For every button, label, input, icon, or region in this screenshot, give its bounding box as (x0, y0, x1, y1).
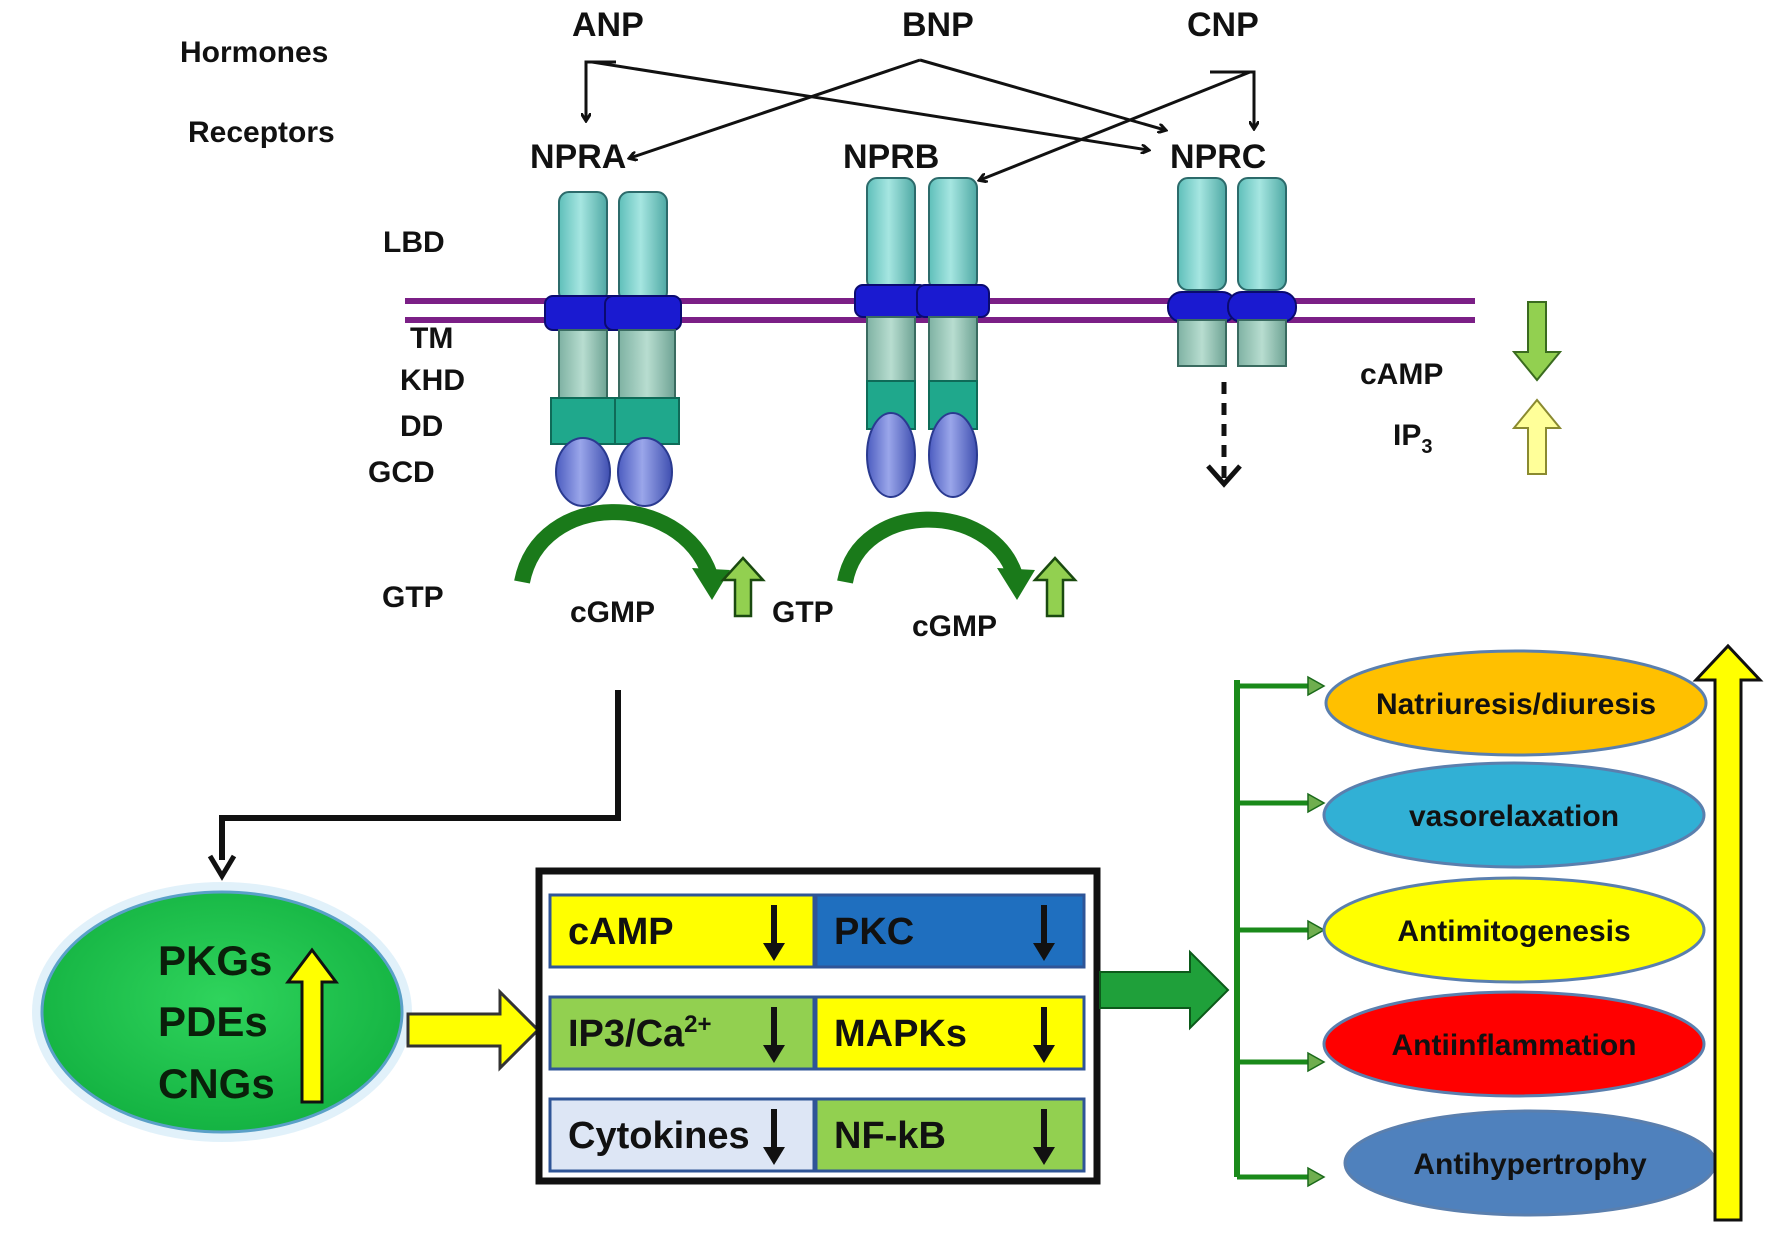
label-lbd: LBD (383, 226, 445, 259)
outcome-label: Antihypertrophy (1413, 1148, 1647, 1181)
cnp-to-nprc-arrow (1210, 70, 1254, 128)
grid-cell-cytokines: Cytokines (548, 1097, 816, 1173)
npra-gtp-label: GTP (382, 581, 444, 614)
grid-to-outcomes-arrow (1099, 949, 1230, 1031)
grid-cell-label: MAPKs (834, 1013, 967, 1055)
down-arrow-icon (763, 1109, 785, 1165)
receptor-nprc: NPRC (1170, 138, 1266, 176)
nprc-subunit-left (1167, 177, 1237, 367)
effector-pkgs: PKGs (158, 937, 272, 984)
overall-increase-arrow-icon (1692, 643, 1764, 1222)
nprb-gtp-label: GTP (772, 596, 834, 629)
outcome-antiinflammation: Antiinflammation (1322, 990, 1706, 1098)
nprb-cgmp-label: cGMP (912, 610, 997, 643)
effector-pdes: PDEs (158, 998, 268, 1045)
effectors-to-grid-arrow (406, 988, 541, 1072)
bnp-to-npra-arrow (630, 58, 921, 158)
outcome-antimitogenesis: Antimitogenesis (1322, 876, 1706, 984)
nprb-subunit-right (916, 177, 990, 498)
anp-to-npra-arrow (586, 60, 616, 120)
receptors-row-label: Receptors (188, 116, 335, 149)
bnp-to-nprc-arrow (919, 58, 1165, 130)
grid-cell-mapks: MAPKs (814, 995, 1086, 1071)
label-gcd: GCD (368, 456, 435, 489)
down-arrow-icon (763, 905, 785, 961)
cgmp-to-effectors-connector (207, 690, 621, 881)
nprc-receptor-dimer (1167, 177, 1297, 488)
outcome-natriuresis-diuresis: Natriuresis/diuresis (1324, 649, 1708, 757)
branch-arrow-natriuresis-diuresis (1237, 675, 1326, 697)
grid-cell-label: IP3/Ca2+ (568, 1011, 712, 1055)
hormone-anp: ANP (572, 6, 644, 44)
grid-cell-nf-kb: NF-kB (814, 1097, 1086, 1173)
grid-cell-label: cAMP (568, 911, 674, 953)
nprc-ip3-label: IP3 (1393, 419, 1432, 458)
label-tm: TM (410, 322, 453, 355)
outcome-branches (1234, 675, 1326, 1188)
hormone-cnp: CNP (1187, 6, 1259, 44)
nprb-subunit-left (854, 177, 928, 498)
cnp-to-nprb-arrow (980, 70, 1251, 180)
outcome-ovals: Natriuresis/diuresis vasorelaxationAntimi… (1322, 649, 1717, 1217)
npra-cgmp-up-arrow-icon (720, 556, 766, 618)
outcome-vasorelaxation: vasorelaxation (1322, 761, 1706, 869)
npra-guanylyl-cyclase-arrow (514, 504, 730, 600)
nprb-guanylyl-cyclase-arrow (837, 511, 1035, 600)
receptor-nprb: NPRB (843, 138, 939, 176)
grid-cell-label: Cytokines (568, 1115, 750, 1157)
down-arrow-icon (1033, 1109, 1055, 1165)
anp-to-nprc-arrow (591, 60, 1148, 150)
nprc-camp-label: cAMP (1360, 358, 1443, 391)
down-arrow-icon (1033, 1007, 1055, 1063)
receptor-npra: NPRA (530, 138, 626, 176)
label-khd: KHD (400, 364, 465, 397)
hormone-bnp: BNP (902, 6, 974, 44)
grid-cell-label: PKC (834, 911, 914, 953)
npra-receptor-dimer (544, 191, 682, 507)
nprc-subunit-right (1227, 177, 1297, 367)
nprb-cgmp-up-arrow-icon (1032, 556, 1078, 618)
npra-subunit-right (604, 191, 682, 507)
nprb-receptor-dimer (854, 177, 990, 498)
down-arrow-icon (763, 1007, 785, 1063)
outcome-antihypertrophy: Antihypertrophy (1343, 1109, 1717, 1217)
down-arrow-icon (1033, 905, 1055, 961)
branch-arrow-antihypertrophy (1237, 1166, 1326, 1188)
label-dd: DD (400, 410, 443, 443)
hormones-row-label: Hormones (180, 36, 328, 69)
effector-cngs: CNGs (158, 1060, 275, 1107)
grid-cell-ip3-ca: IP3/Ca2+ (548, 995, 816, 1071)
camp-down-arrow-icon (1511, 301, 1563, 382)
branch-arrow-vasorelaxation (1237, 792, 1326, 814)
outcome-label: Natriuresis/diuresis (1376, 688, 1656, 721)
outcome-label: Antiinflammation (1392, 1029, 1637, 1062)
branch-arrow-antimitogenesis (1237, 919, 1326, 941)
ip3-up-arrow-icon (1511, 398, 1563, 475)
npra-cgmp-label: cGMP (570, 596, 655, 629)
grid-cell-label: NF-kB (834, 1115, 946, 1157)
outcome-label: vasorelaxation (1409, 800, 1619, 833)
binding-arrows (586, 58, 1254, 180)
effectors-up-arrow-icon (285, 947, 339, 1104)
grid-cell-pkc: PKC (814, 893, 1086, 969)
npra-subunit-left (544, 191, 622, 507)
grid-cell-camp: cAMP (548, 893, 816, 969)
outcome-label: Antimitogenesis (1397, 915, 1630, 948)
branch-arrow-antiinflammation (1237, 1051, 1326, 1073)
nprc-dashed-downward-arrow (1206, 382, 1242, 488)
